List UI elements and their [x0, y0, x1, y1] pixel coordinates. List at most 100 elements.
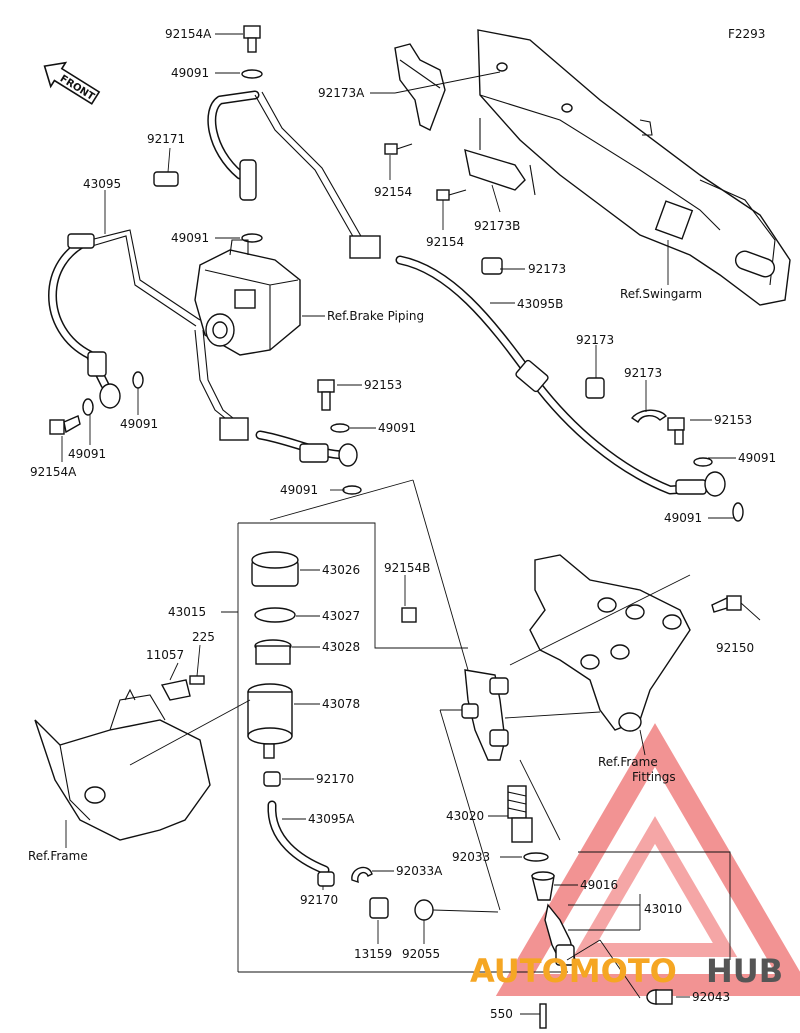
label-49091-left2[interactable]: 49091 [120, 417, 158, 431]
washer-49091-left1 [82, 398, 94, 416]
watermark-text: AUTOMOTO HUB [470, 952, 783, 990]
connector-13159 [369, 897, 389, 919]
label-ref-frame[interactable]: Ref.Frame [28, 849, 88, 863]
banjo-43095 [99, 383, 121, 409]
clamp-92170-top [263, 771, 281, 787]
pushrod-43010 [544, 903, 576, 966]
hose-fitting-lower [299, 443, 329, 463]
label-92043[interactable]: 92043 [692, 990, 730, 1004]
bolt-225 [189, 675, 205, 685]
label-92154a-top[interactable]: 92154A [165, 27, 212, 41]
label-92173-right[interactable]: 92173 [624, 366, 662, 380]
label-43078[interactable]: 43078 [322, 697, 360, 711]
label-92173a[interactable]: 92173A [318, 86, 365, 100]
label-225[interactable]: 225 [192, 630, 215, 644]
label-92154-b[interactable]: 92154 [426, 235, 464, 249]
washer-49091-right1 [693, 457, 713, 467]
label-92153-center[interactable]: 92153 [364, 378, 402, 392]
label-43020[interactable]: 43020 [446, 809, 484, 823]
washer-49091-top [241, 69, 263, 79]
label-92154-a[interactable]: 92154 [374, 185, 412, 199]
label-92055[interactable]: 92055 [402, 947, 440, 961]
bracket-92173a [394, 43, 446, 131]
label-92173b[interactable]: 92173B [474, 219, 520, 233]
label-92170-top[interactable]: 92170 [316, 772, 354, 786]
label-49091-mid[interactable]: 49091 [171, 231, 209, 245]
hose-fitting-43095b-end [675, 479, 707, 495]
watermark-logo [495, 723, 800, 996]
label-43027[interactable]: 43027 [322, 609, 360, 623]
label-ref-brake-piping[interactable]: Ref.Brake Piping [327, 309, 424, 323]
washer-49091-mid [241, 233, 263, 243]
label-92153-right[interactable]: 92153 [714, 413, 752, 427]
label-13159[interactable]: 13159 [354, 947, 392, 961]
bolt-92154b [401, 607, 417, 623]
bolt-92153-right [667, 417, 685, 445]
clip-92171 [153, 171, 179, 187]
washer-49091-left2 [132, 371, 144, 389]
watermark-triangle [495, 723, 800, 996]
circlip-92033a [351, 866, 373, 884]
label-ref-frame-fittings[interactable]: Ref.Frame [598, 755, 658, 769]
label-11057[interactable]: 11057 [146, 648, 184, 662]
label-92173-mid[interactable]: 92173 [576, 333, 614, 347]
label-49091-right1[interactable]: 49091 [738, 451, 776, 465]
hose-joint-top [239, 159, 257, 201]
label-43015[interactable]: 43015 [168, 605, 206, 619]
bolt-92154-b [436, 189, 467, 201]
label-92033a[interactable]: 92033A [396, 864, 443, 878]
spring-piston-43020 [507, 785, 533, 843]
diagram-code: F2293 [728, 27, 765, 41]
pin-92043 [646, 989, 673, 1005]
watermark-triangle-inner [572, 816, 738, 957]
label-92150[interactable]: 92150 [716, 641, 754, 655]
label-92173-top[interactable]: 92173 [528, 262, 566, 276]
bolt-92150 [711, 595, 742, 613]
swingarm-illustration [477, 29, 791, 306]
abs-unit [194, 239, 301, 356]
label-43095a[interactable]: 43095A [308, 812, 355, 826]
label-43095[interactable]: 43095 [83, 177, 121, 191]
bracket-11057 [160, 679, 191, 701]
label-43026[interactable]: 43026 [322, 563, 360, 577]
washer-49091-center2 [342, 485, 362, 495]
bolt-92153-center [317, 379, 335, 411]
label-92033[interactable]: 92033 [452, 850, 490, 864]
label-550[interactable]: 550 [490, 1007, 513, 1021]
part-labels: F2293 92154A 49091 92173A 92171 43095 92… [28, 27, 776, 1021]
label-49091-top[interactable]: 49091 [171, 66, 209, 80]
diaphragm-43028 [254, 639, 292, 665]
clamp-92170-bot [317, 871, 335, 887]
watermark-left: AUTOMOTO [470, 952, 677, 990]
watermark-right: HUB [706, 952, 783, 990]
label-49016[interactable]: 49016 [580, 878, 618, 892]
hose-fitting-43095b-mid [515, 359, 549, 393]
boot-49016 [531, 871, 555, 901]
pin-550 [539, 1003, 547, 1029]
label-92171[interactable]: 92171 [147, 132, 185, 146]
label-49091-center1[interactable]: 49091 [378, 421, 416, 435]
label-fittings[interactable]: Fittings [632, 770, 676, 784]
label-92170-bot[interactable]: 92170 [300, 893, 338, 907]
label-92154a-left[interactable]: 92154A [30, 465, 77, 479]
oring-92055 [414, 899, 434, 921]
clip-92173-b [585, 377, 605, 399]
label-ref-swingarm[interactable]: Ref.Swingarm [620, 287, 702, 301]
label-43095b[interactable]: 43095B [517, 297, 563, 311]
reservoir-43078 [247, 683, 293, 759]
pipe-joint-43095b [349, 235, 381, 259]
label-92154b[interactable]: 92154B [384, 561, 430, 575]
bolt-92154-a [384, 143, 413, 155]
label-49091-right2[interactable]: 49091 [664, 511, 702, 525]
label-43028[interactable]: 43028 [322, 640, 360, 654]
bolt-92154a-left [49, 415, 81, 435]
hose-fitting-43095-bot [87, 351, 107, 377]
label-49091-center2[interactable]: 49091 [280, 483, 318, 497]
frame-fittings-bracket [529, 554, 691, 732]
label-43010[interactable]: 43010 [644, 902, 682, 916]
master-cylinder-43020 [461, 669, 509, 761]
label-49091-left1[interactable]: 49091 [68, 447, 106, 461]
reservoir-cap-43026 [251, 551, 299, 587]
